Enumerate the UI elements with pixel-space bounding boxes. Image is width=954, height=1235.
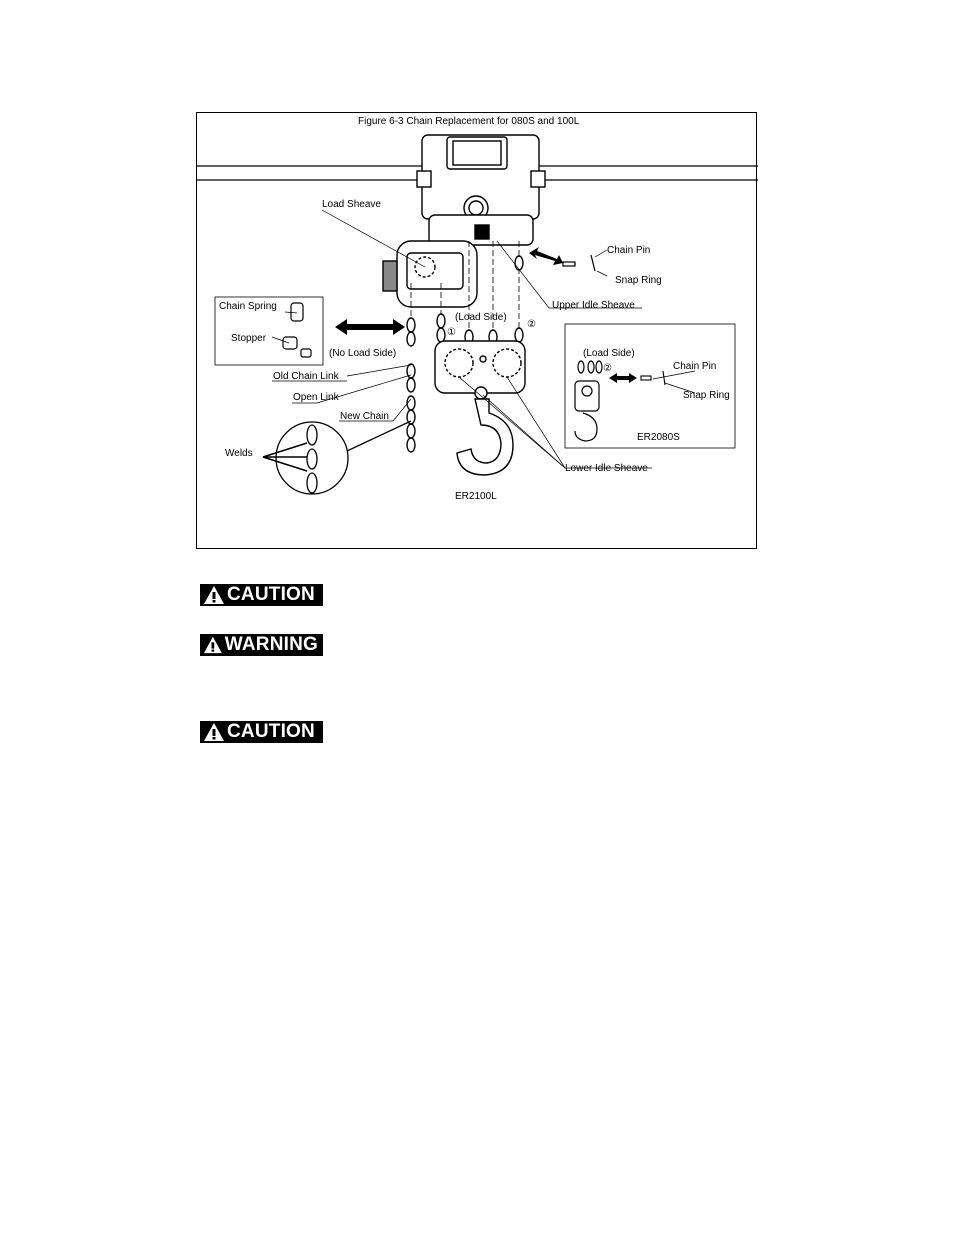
- label-inset-snap-ring: Snap Ring: [683, 390, 730, 401]
- weld-arrows: [262, 442, 308, 472]
- warning-triangle-icon: [204, 723, 224, 741]
- caution-badge-1: CAUTION: [200, 584, 323, 606]
- label-snap-ring: Snap Ring: [615, 275, 662, 286]
- marker-1: ①: [447, 327, 456, 338]
- warning-triangle-icon: [203, 636, 222, 654]
- warning-badge: WARNING: [200, 634, 323, 656]
- leader-lines: [271, 209, 696, 469]
- warning-triangle-icon: [204, 586, 224, 604]
- label-model-er2100l: ER2100L: [455, 491, 497, 502]
- label-inset-load-side: (Load Side): [583, 348, 635, 359]
- marker-2: ②: [527, 319, 536, 330]
- figure-caption: Figure 6-3 Chain Replacement for 080S an…: [358, 116, 580, 127]
- chain-replacement-diagram: Figure 6-3 Chain Replacement for 080S an…: [197, 116, 758, 502]
- inset-marker-2: ②: [603, 363, 612, 374]
- hoist-trolley: [416, 134, 546, 246]
- label-stopper: Stopper: [231, 333, 267, 344]
- lower-hook-block: [434, 340, 526, 476]
- label-model-er2080s: ER2080S: [637, 432, 680, 443]
- hoist-motor: [382, 240, 478, 308]
- caution-label-1: CAUTION: [227, 584, 315, 605]
- removal-arrows: [335, 247, 563, 335]
- label-new-chain: New Chain: [340, 411, 389, 422]
- label-load-side: (Load Side): [455, 312, 507, 323]
- label-upper-idle-sheave: Upper Idle Sheave: [552, 300, 635, 311]
- caution-label-2: CAUTION: [227, 721, 315, 742]
- figure-frame: Figure 6-3 Chain Replacement for 080S an…: [196, 112, 758, 549]
- label-lower-idle-sheave: Lower Idle Sheave: [565, 463, 648, 474]
- label-old-chain-link: Old Chain Link: [273, 371, 340, 382]
- label-open-link: Open Link: [293, 392, 340, 403]
- er2080s-hoist: [574, 360, 603, 442]
- label-load-sheave: Load Sheave: [322, 199, 381, 210]
- label-inset-chain-pin: Chain Pin: [673, 361, 716, 372]
- warning-label: WARNING: [224, 634, 318, 655]
- label-chain-spring: Chain Spring: [219, 301, 277, 312]
- chain-pin-part: [562, 254, 596, 272]
- label-welds: Welds: [225, 448, 253, 459]
- er2080s-arrow: [609, 373, 637, 383]
- er2080s-pin: [640, 370, 666, 386]
- alignment-lines: [410, 241, 520, 335]
- caution-badge-2: CAUTION: [200, 721, 323, 743]
- label-no-load-side: (No Load Side): [329, 348, 396, 359]
- welds-magnifier: [275, 420, 412, 495]
- spring-inset-box: [214, 296, 324, 366]
- chain-spring-part: [282, 302, 312, 358]
- hoist-rails: [197, 165, 758, 181]
- label-chain-pin: Chain Pin: [607, 245, 650, 256]
- er2080s-inset-box: [564, 323, 736, 449]
